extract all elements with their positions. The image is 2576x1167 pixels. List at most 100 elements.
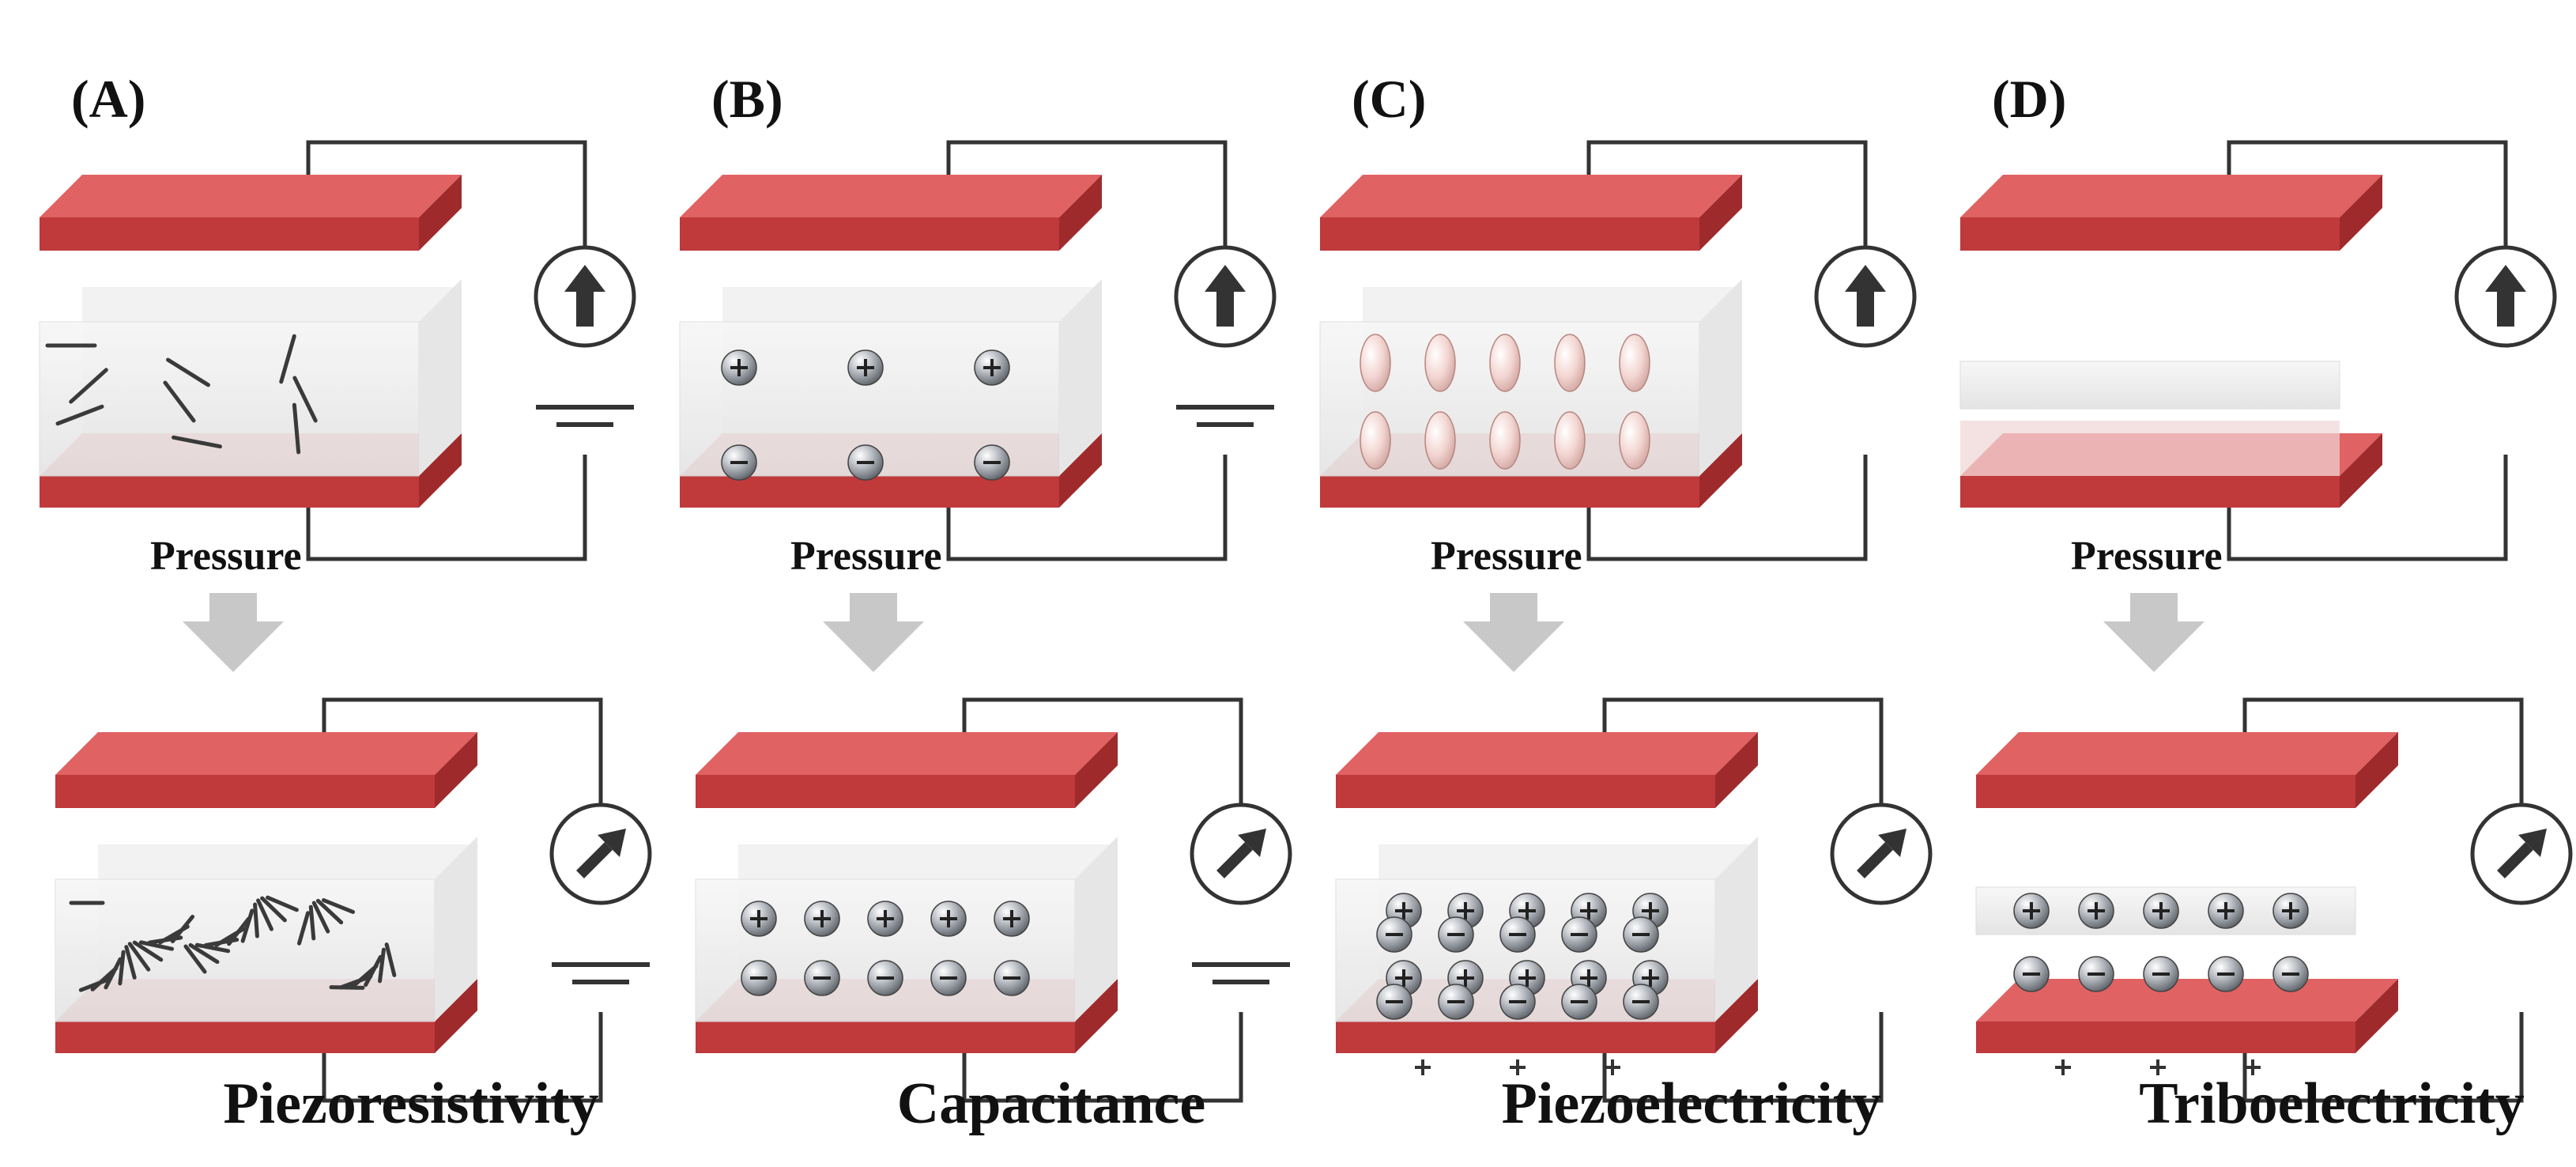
conductive-filler	[364, 954, 383, 988]
triboelectric-layer-bottom	[1960, 421, 2340, 476]
ammeter-icon	[1190, 803, 1292, 905]
top-wire	[306, 140, 587, 249]
negative-ion-icon	[721, 444, 757, 481]
positive-ion-icon	[804, 901, 840, 937]
dipole-icon	[1360, 334, 1391, 392]
dipole-icon	[1489, 411, 1521, 470]
bottom-wire	[946, 455, 1228, 561]
dielectric-layer	[39, 321, 420, 477]
top-wire	[1602, 697, 1884, 806]
negative-ion-icon	[1499, 984, 1536, 1020]
surface-positive-charge	[2245, 1059, 2261, 1075]
ammeter-icon	[1814, 245, 1917, 348]
negative-ion-icon	[1438, 984, 1474, 1020]
dielectric-side	[1699, 279, 1742, 476]
top-electrode	[1320, 175, 1742, 251]
conductive-filler	[240, 908, 255, 943]
negative-ion-icon	[2272, 956, 2309, 992]
conductive-filler	[124, 945, 137, 980]
negative-ion-icon	[1561, 916, 1597, 953]
conductive-fillers	[69, 895, 397, 992]
conductive-filler	[183, 944, 207, 974]
negative-ion-icon	[741, 960, 777, 996]
ammeter-icon	[1830, 803, 1933, 905]
mechanism-title: Piezoelectricity	[1502, 1071, 1882, 1136]
conductive-filler	[132, 940, 164, 962]
dipole-icon	[1424, 411, 1456, 470]
negative-ion-icon	[974, 444, 1010, 481]
negative-ion-icon	[2208, 956, 2244, 992]
battery-icon	[552, 962, 650, 984]
conductive-fillers	[45, 334, 318, 455]
conductive-filler	[256, 898, 273, 931]
ammeter-icon	[534, 245, 636, 348]
dipole-icon	[1619, 334, 1650, 392]
dielectric-side	[1715, 837, 1758, 1022]
panel-letter: (D)	[1992, 69, 2066, 129]
pressed-sensor	[695, 697, 1292, 1103]
conductive-filler	[253, 902, 259, 939]
bottom-wire	[322, 1012, 603, 1103]
negative-ion-icon	[1376, 916, 1412, 953]
top-wire	[946, 140, 1228, 249]
conductive-filler	[260, 896, 287, 923]
ammeter-icon	[549, 803, 652, 905]
conductive-filler	[163, 380, 196, 423]
negative-ion-icon	[1561, 984, 1597, 1020]
panel-letter: (B)	[711, 69, 783, 129]
conductive-filler	[378, 947, 386, 984]
mechanism-title: Capacitance	[897, 1071, 1206, 1136]
negative-ion-icon	[847, 444, 884, 481]
bottom-wire	[1586, 455, 1868, 561]
top-electrode	[1336, 732, 1758, 808]
panel-letter: (A)	[71, 69, 145, 129]
surface-positive-charge	[1415, 1059, 1431, 1075]
pressed-sensor	[1335, 697, 1933, 1103]
dipole-icon	[1424, 334, 1456, 392]
negative-ion-icon	[867, 960, 903, 996]
negative-ion-icon	[930, 960, 967, 996]
positive-ion-icon	[994, 901, 1030, 937]
conductive-filler	[292, 376, 318, 423]
positive-ion-icon	[2013, 893, 2050, 929]
conductive-filler	[55, 404, 104, 426]
ammeter-icon	[2470, 803, 2573, 905]
conductive-filler	[104, 957, 123, 990]
negative-ion-icon	[994, 960, 1030, 996]
battery-icon	[536, 405, 634, 427]
top-wire	[2242, 697, 2524, 806]
conductive-filler	[166, 357, 210, 387]
surface-positive-charge	[1510, 1059, 1526, 1075]
dielectric-side	[435, 837, 477, 1022]
conductive-filler	[384, 942, 397, 977]
top-wire	[2227, 140, 2508, 249]
conductive-filler	[315, 898, 344, 925]
positive-ion-icon	[721, 349, 757, 386]
pressure-arrow-icon	[1463, 593, 1564, 672]
positive-ion-icon	[741, 901, 777, 937]
negative-ion-icon	[1499, 916, 1536, 953]
dielectric-side	[1075, 837, 1118, 1022]
unpressed-sensor	[1959, 140, 2557, 561]
battery-icon	[1176, 405, 1274, 427]
dielectric-layer	[695, 878, 1076, 1022]
dipole-icon	[1489, 334, 1521, 392]
negative-ion-icon	[2013, 956, 2050, 992]
dielectric-side	[1059, 279, 1102, 476]
conductive-filler	[188, 942, 220, 965]
pressure-arrow-icon	[2103, 593, 2204, 672]
pressure-arrow-icon	[183, 593, 284, 672]
conductive-filler	[172, 435, 222, 449]
dielectric-side	[419, 279, 462, 476]
top-electrode	[1960, 175, 2382, 251]
bottom-wire	[2227, 455, 2508, 561]
conductive-filler	[194, 942, 231, 954]
positive-ion-icon	[930, 901, 967, 937]
top-wire	[962, 697, 1243, 806]
conductive-filler	[138, 940, 175, 951]
dipole-icon	[1554, 334, 1586, 392]
panel-letter: (C)	[1352, 69, 1426, 129]
negative-ion-icon	[2078, 956, 2114, 992]
bottom-wire	[306, 455, 587, 561]
conductive-filler	[292, 402, 301, 455]
